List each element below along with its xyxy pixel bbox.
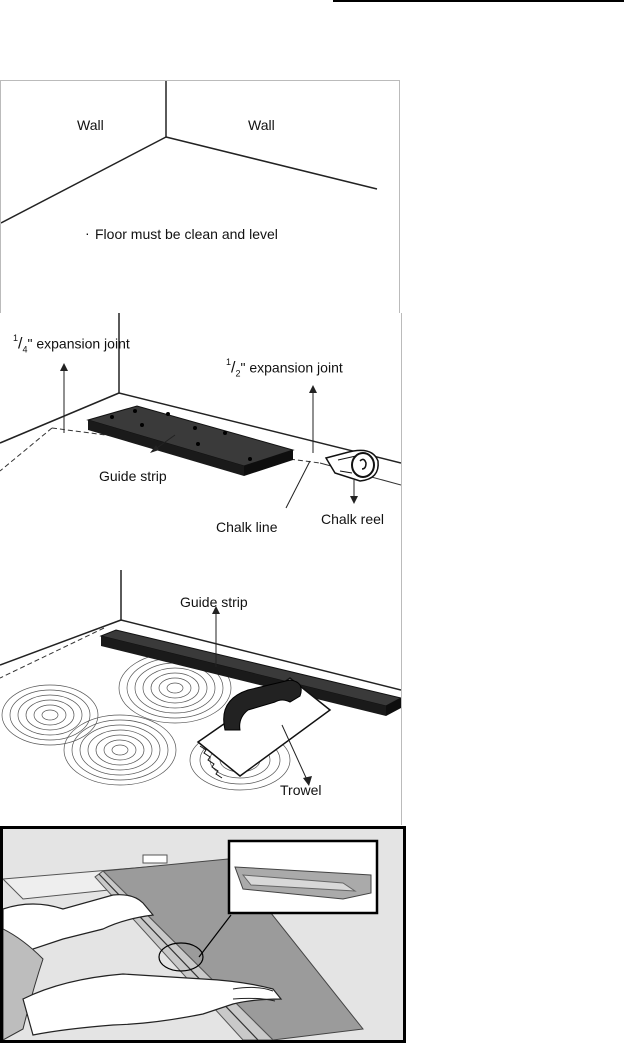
chalk-reel-icon — [324, 449, 379, 482]
plank-install-drawing — [3, 829, 403, 1040]
half-joint-text: " expansion joint — [240, 359, 343, 376]
quarter-denominator: 4 — [22, 344, 28, 355]
floor-note: Floor must be clean and level — [95, 226, 278, 242]
quarter-numerator: 1 — [13, 333, 19, 343]
panel-plank-install — [0, 826, 406, 1043]
half-joint-label: 1/2" expansion joint — [226, 357, 343, 379]
chalk-reel-label: Chalk reel — [321, 511, 385, 527]
half-numerator: 1 — [226, 357, 232, 367]
wall-left-label: Wall — [77, 117, 104, 133]
panel-adhesive-spreading: Guide strip Trowel — [0, 570, 402, 825]
top-rule — [333, 0, 624, 2]
guide-strip-layout-drawing — [0, 313, 401, 509]
quarter-joint-text: " expansion joint — [27, 335, 130, 352]
panel-clean-floor: Wall Wall · Floor must be clean and leve… — [0, 80, 400, 315]
adhesive-spreading-drawing — [0, 570, 401, 791]
chalk-line-label: Chalk line — [216, 519, 278, 535]
quarter-joint-label: 1/4" expansion joint — [13, 333, 130, 355]
panel-guide-strip-layout: 1/4" expansion joint 1/2" expansion join… — [0, 313, 402, 570]
wall-right-label: Wall — [248, 117, 275, 133]
guide-strip-label-2: Guide strip — [180, 594, 248, 610]
trowel-label: Trowel — [280, 782, 322, 798]
guide-strip-label: Guide strip — [99, 468, 167, 484]
trowel-icon — [196, 677, 332, 779]
room-corner-drawing — [1, 81, 378, 224]
hands-drawing — [3, 894, 283, 1040]
bullet-mark: · — [85, 225, 90, 241]
half-denominator: 2 — [235, 368, 241, 379]
